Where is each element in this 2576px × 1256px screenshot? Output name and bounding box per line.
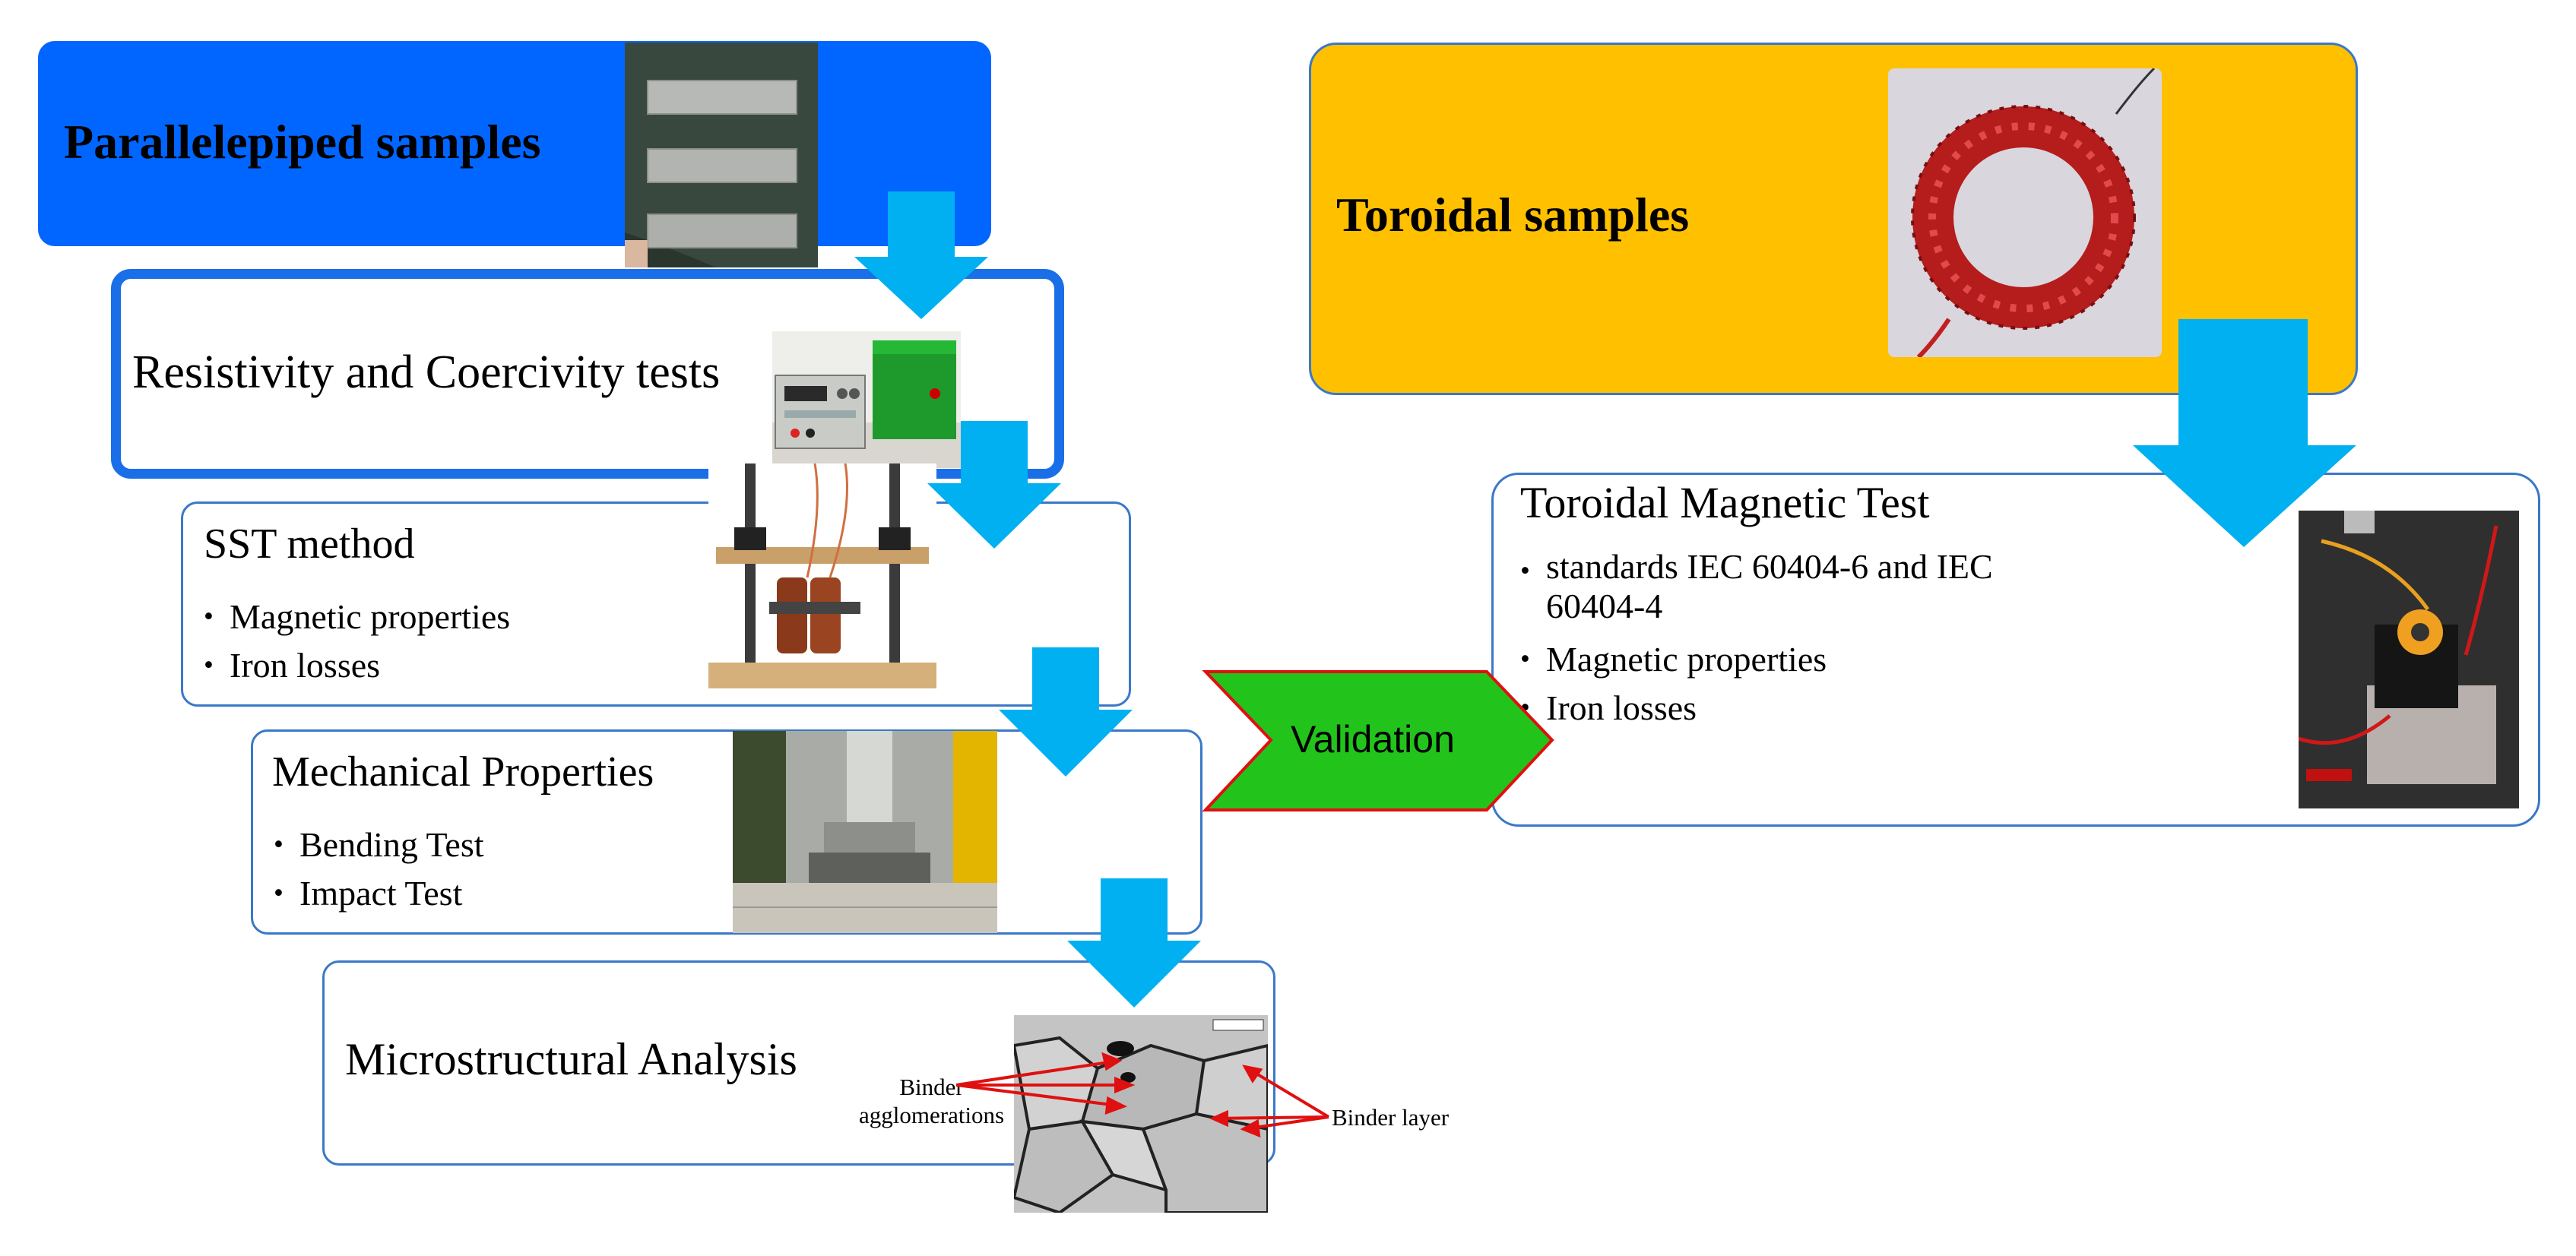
- mechanical-bullet: Bending Test: [274, 821, 484, 869]
- toroidal-test-bullet-text: standards IEC 60404-6 and IEC 60404-4: [1546, 547, 1993, 625]
- toroidal-magnetic-test-photo: [2299, 511, 2519, 808]
- microstructural-analysis-title: Microstructural Analysis: [345, 1034, 797, 1084]
- mechanical-properties-title: Mechanical Properties: [272, 748, 654, 796]
- mechanical-bullet: Impact Test: [274, 869, 484, 918]
- binder-agglomerations-text: Binder agglomerations: [859, 1074, 1005, 1129]
- sst-method-title: SST method: [204, 520, 415, 568]
- validation-label: Validation: [1291, 718, 1455, 761]
- toroidal-magnetic-test-bullets: standards IEC 60404-6 and IEC 60404-4 Ma…: [1520, 547, 2093, 732]
- resistivity-coercivity-title: Resistivity and Coercivity tests: [132, 346, 721, 398]
- sst-method-photo: [708, 463, 936, 693]
- resistivity-coercivity-photo: [772, 331, 961, 468]
- parallelepiped-samples-box: [38, 41, 991, 246]
- mechanical-properties-bullets: Bending Test Impact Test: [274, 821, 484, 918]
- toroidal-test-bullet: standards IEC 60404-6 and IEC 60404-4: [1520, 547, 2093, 626]
- toroidal-samples-photo: [1888, 68, 2162, 357]
- toroidal-magnetic-test-title: Toroidal Magnetic Test: [1520, 478, 1930, 527]
- binder-layer-label: Binder layer: [1332, 1104, 1450, 1131]
- toroidal-test-bullet: Iron losses: [1520, 684, 2093, 732]
- parallelepiped-samples-title: Parallelepiped samples: [64, 115, 541, 169]
- toroidal-samples-title: Toroidal samples: [1336, 188, 1690, 242]
- sst-bullet: Magnetic properties: [204, 593, 510, 641]
- mechanical-properties-photo: [733, 731, 997, 933]
- sst-method-bullets: Magnetic properties Iron losses: [204, 593, 510, 690]
- sst-bullet: Iron losses: [204, 641, 510, 690]
- micrograph-photo: [1014, 1015, 1268, 1213]
- toroidal-test-bullet: Magnetic properties: [1520, 635, 2093, 684]
- binder-agglomerations-label: Binder agglomerations: [859, 1073, 1004, 1129]
- parallelepiped-samples-photo: [625, 43, 818, 267]
